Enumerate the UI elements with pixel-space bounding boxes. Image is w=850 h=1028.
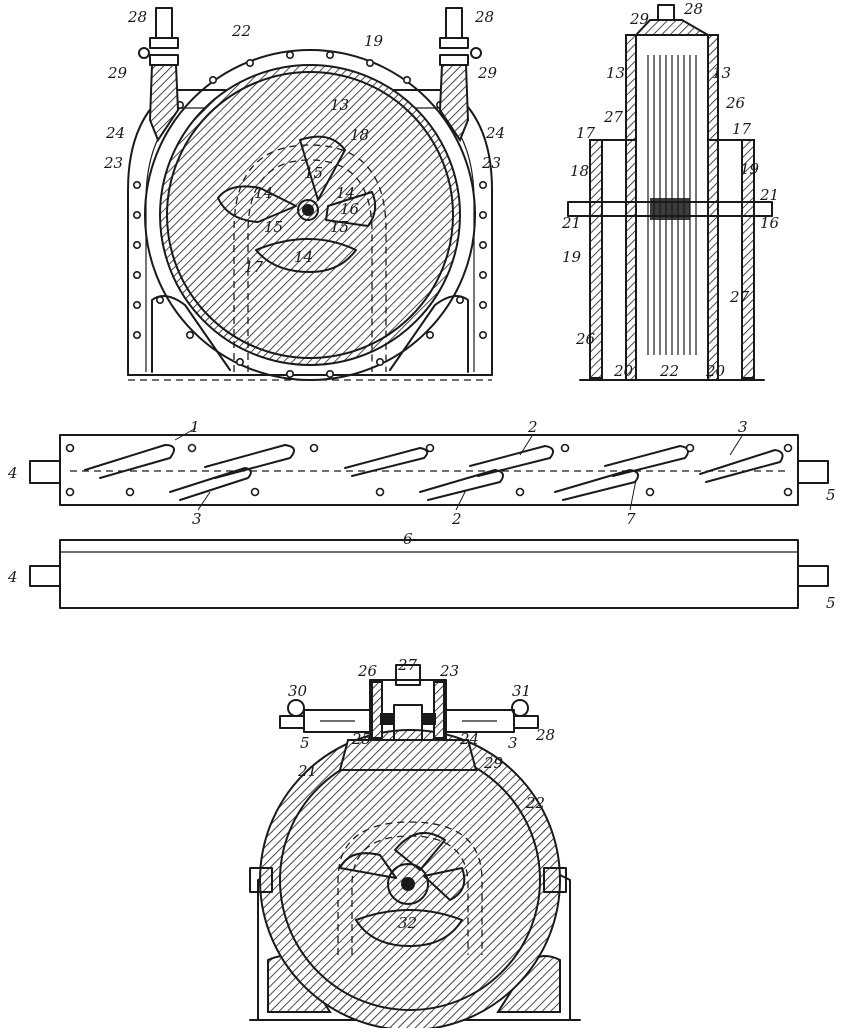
fig5-label-26: 26 xyxy=(357,662,378,680)
fig2-turbine-side-section: 29 28 13 13 26 27 17 17 18 19 21 21 16 1… xyxy=(561,0,780,381)
fig5-hub-spider xyxy=(339,831,466,947)
fig2-label-26-bottom: 26 xyxy=(575,330,596,348)
fig4-conduit-elevation: 6 4 5 xyxy=(7,530,836,612)
fig1-label-14-bottom: 14 xyxy=(294,248,313,266)
fig1-label-15-right: 15 xyxy=(330,218,349,236)
fig1-label-29-right: 29 xyxy=(477,64,498,82)
fig1-label-14-left: 14 xyxy=(254,184,273,202)
fig5-label-30: 30 xyxy=(288,682,308,700)
fig3-baffles xyxy=(84,444,784,501)
fig2-label-13-left: 13 xyxy=(606,64,625,82)
fig4-label-6: 6 xyxy=(403,530,413,548)
fig2-label-18: 18 xyxy=(570,162,589,180)
fig2-label-20-right: 20 xyxy=(705,362,726,380)
fig2-label-21-left: 21 xyxy=(561,214,581,232)
fig2-label-27-top: 27 xyxy=(603,108,624,126)
fig5-label-24: 24 xyxy=(459,730,479,748)
fig5-label-21: 21 xyxy=(297,762,317,780)
fig2-label-19-left: 19 xyxy=(562,248,582,266)
fig2-label-13-right: 13 xyxy=(712,64,731,82)
fig5-label-22: 22 xyxy=(525,794,545,812)
fig1-label-23-left: 23 xyxy=(103,154,123,172)
fig5-label-32: 32 xyxy=(398,914,417,932)
fig1-label-28-right: 28 xyxy=(474,8,494,26)
fig5-assembled-turbine: 27 26 23 30 31 5 3 28 25 24 29 21 22 32 xyxy=(249,656,581,1028)
fig3-label-5: 5 xyxy=(826,486,836,504)
fig5-label-31: 31 xyxy=(512,682,531,700)
fig3-label-7: 7 xyxy=(626,510,636,528)
fig4-label-5: 5 xyxy=(826,594,836,612)
fig1-label-15-left: 15 xyxy=(264,218,283,236)
fig1-label-14-right: 14 xyxy=(336,184,355,202)
fig2-label-27-bottom: 27 xyxy=(729,288,750,306)
fig1-label-28-left: 28 xyxy=(127,8,147,26)
fig2-label-20-left: 20 xyxy=(613,362,634,380)
fig1-label-23-right: 23 xyxy=(481,154,501,172)
fig2-label-19-right: 19 xyxy=(740,160,760,178)
fig1-right-nozzle xyxy=(438,7,482,143)
fig1-label-13: 13 xyxy=(330,96,349,114)
fig3-label-1: 1 xyxy=(190,418,200,436)
fig3-bolt-holes xyxy=(65,443,793,497)
fig2-label-29: 29 xyxy=(629,10,650,28)
fig5-label-3: 3 xyxy=(508,734,518,752)
fig1-label-22: 22 xyxy=(231,22,251,40)
fig5-label-28: 28 xyxy=(535,726,555,744)
fig4-label-4: 4 xyxy=(7,568,18,586)
fig5-label-23: 23 xyxy=(439,662,459,680)
fig5-label-27: 27 xyxy=(397,656,418,674)
fig1-label-24-right: 24 xyxy=(485,124,505,142)
fig3-label-2-bottom: 2 xyxy=(451,510,462,528)
fig5-label-29: 29 xyxy=(483,754,504,772)
fig2-label-16: 16 xyxy=(760,214,780,232)
fig5-label-5: 5 xyxy=(300,734,310,752)
fig1-bolt-holes xyxy=(133,50,487,378)
fig1-label-17: 17 xyxy=(244,258,264,276)
fig1-label-18: 18 xyxy=(350,126,369,144)
fig2-label-21-right: 21 xyxy=(759,186,779,204)
fig2-label-28: 28 xyxy=(683,0,703,18)
fig1-label-24-left: 24 xyxy=(105,124,125,142)
fig1-turbine-front-view: 28 28 29 29 22 19 13 18 24 24 23 23 15 1… xyxy=(103,7,505,381)
fig1-label-19: 19 xyxy=(364,32,384,50)
fig3-label-2-top: 2 xyxy=(527,418,538,436)
fig2-label-22: 22 xyxy=(659,362,679,380)
fig3-valvular-conduit-plan: 1 2 3 4 5 3 2 7 xyxy=(7,418,836,528)
fig5-inlet-valve-block xyxy=(338,664,478,771)
fig1-label-29-left: 29 xyxy=(107,64,128,82)
fig3-label-3-bottom: 3 xyxy=(192,510,202,528)
fig5-label-25: 25 xyxy=(351,730,371,748)
fig2-label-17-left: 17 xyxy=(576,124,596,142)
fig1-hub-spider xyxy=(217,135,377,273)
fig3-label-3-top: 3 xyxy=(738,418,748,436)
fig2-label-17-right: 17 xyxy=(732,120,752,138)
fig3-label-4: 4 xyxy=(7,464,18,482)
fig1-label-16: 16 xyxy=(340,200,360,218)
fig2-label-26-top: 26 xyxy=(725,94,746,112)
fig1-left-nozzle xyxy=(138,7,180,143)
fig1-label-15-top: 15 xyxy=(304,164,323,182)
